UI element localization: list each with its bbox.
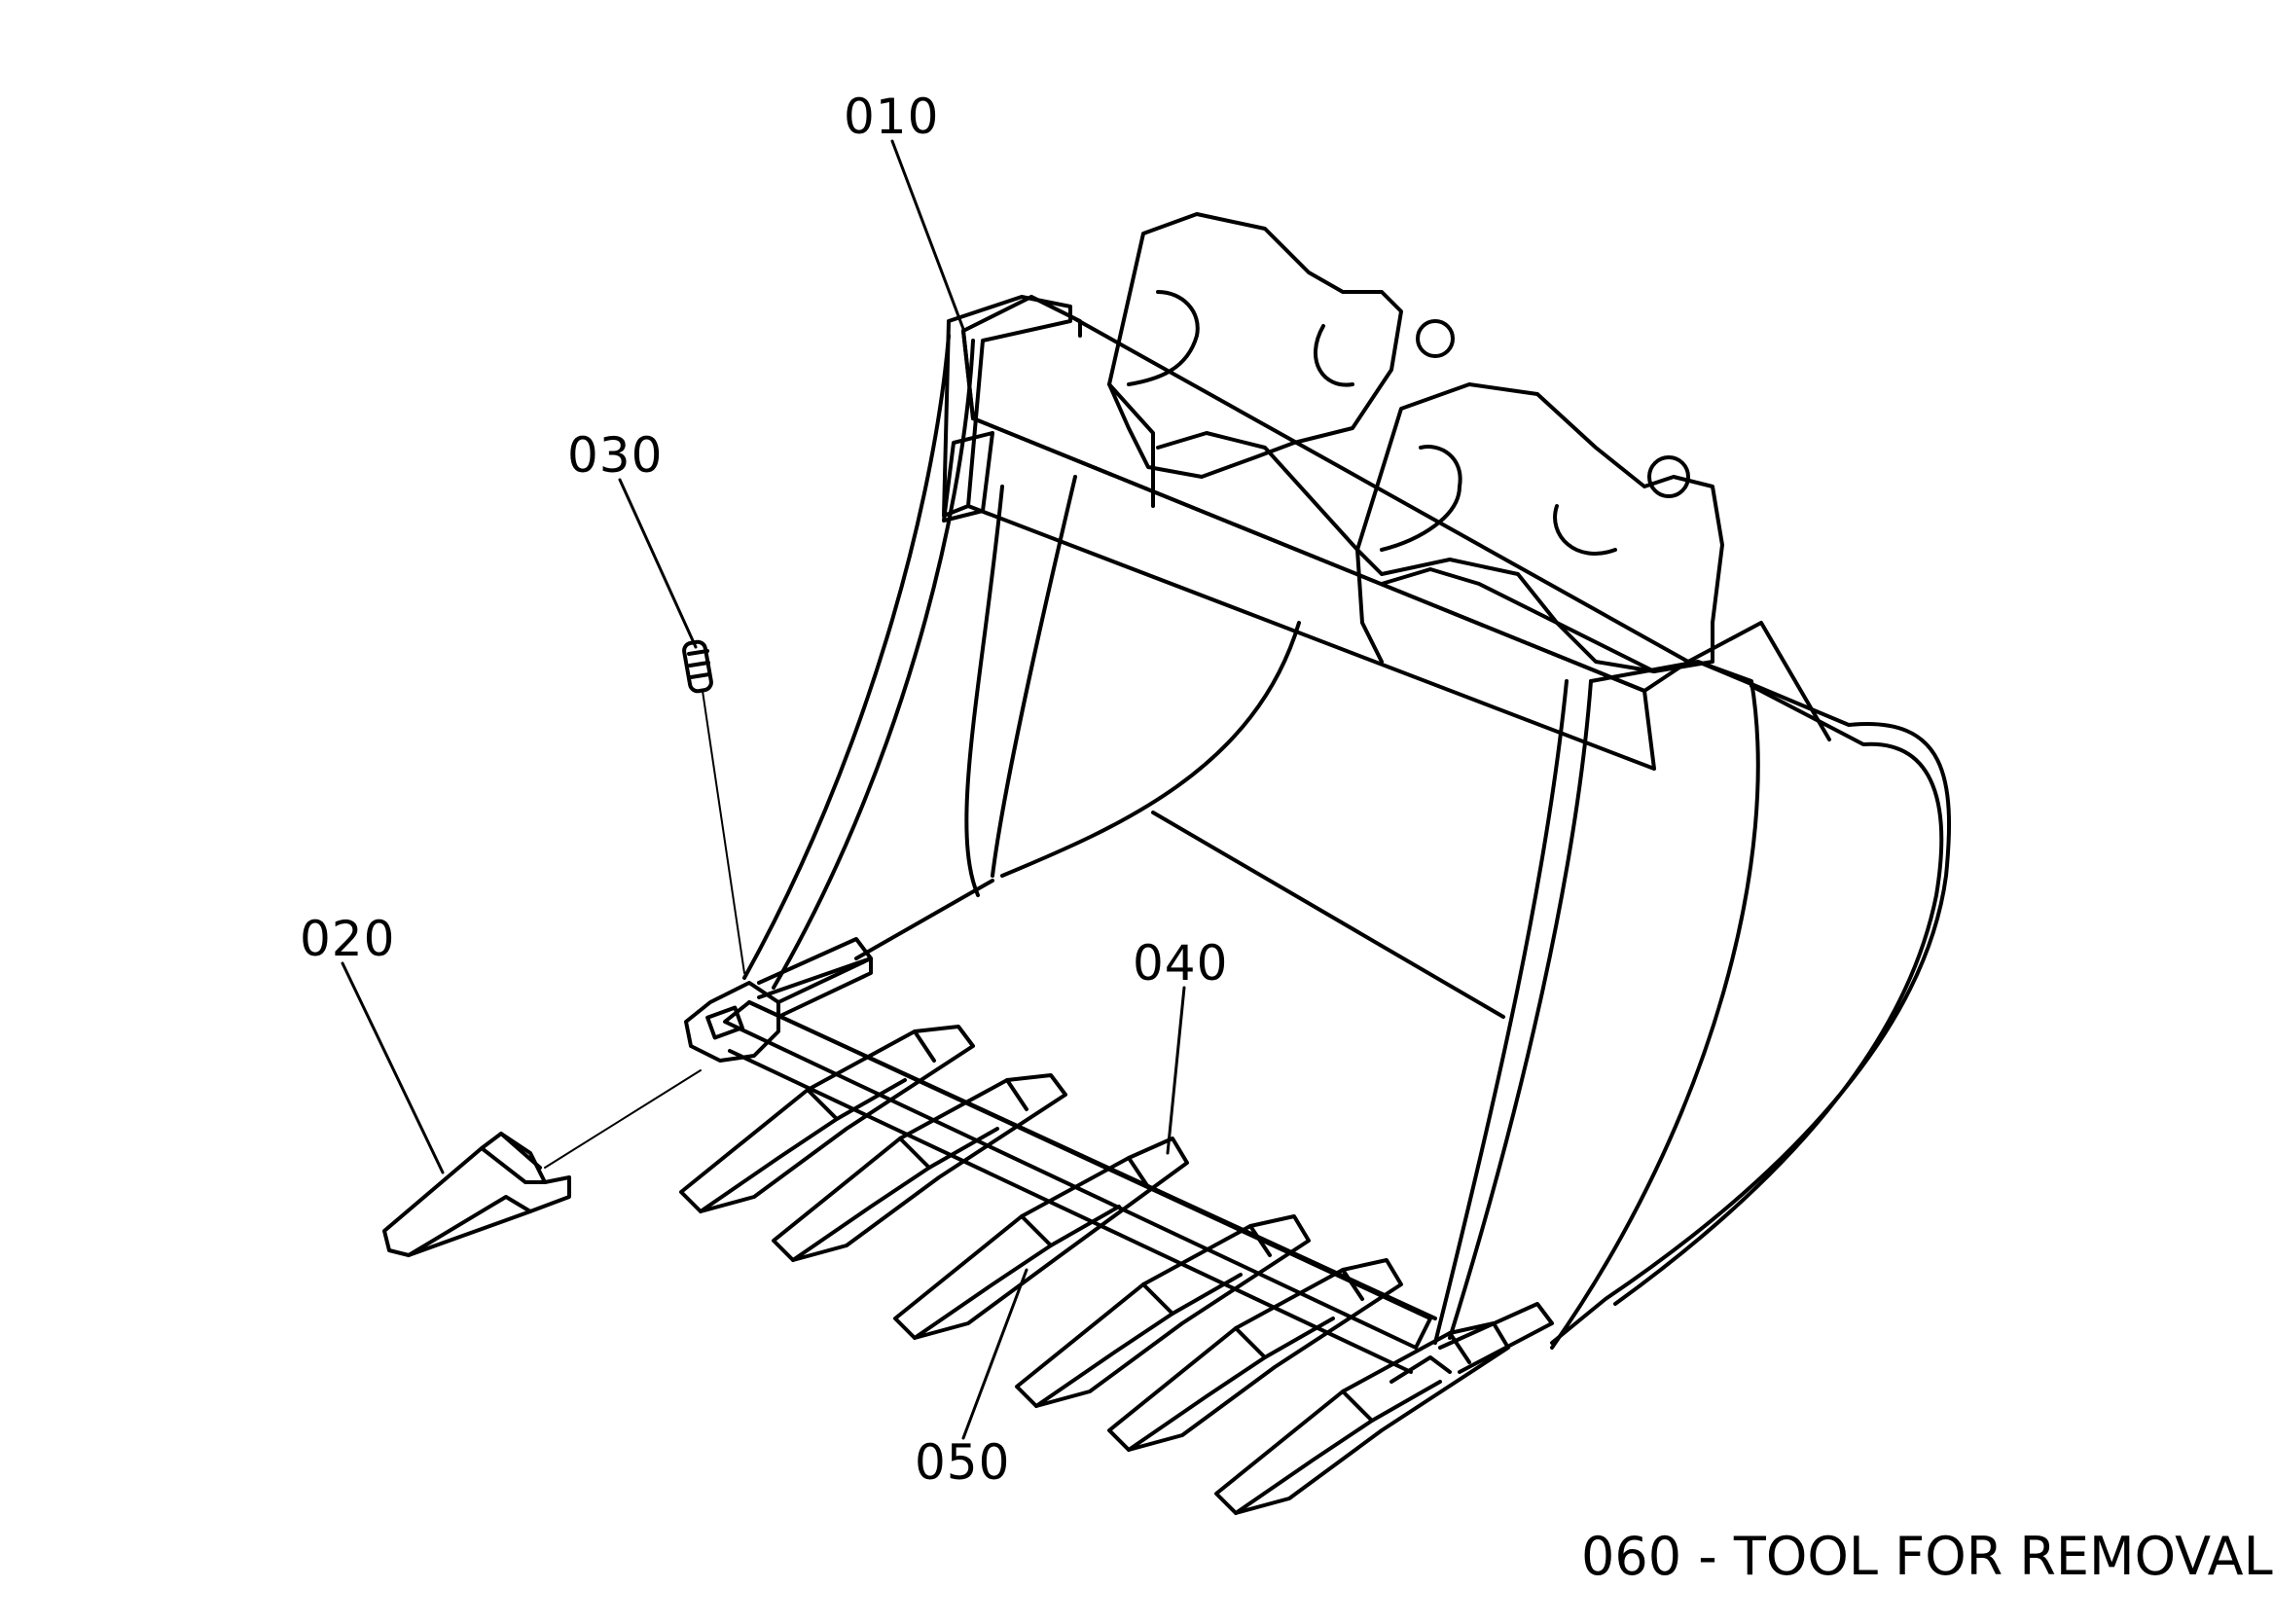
leader-050 — [961, 1268, 1028, 1440]
pin-030 — [682, 639, 713, 694]
leader-040 — [1166, 986, 1186, 1155]
ear-left — [1107, 212, 1403, 479]
callout-030: 030 — [567, 427, 664, 484]
loose-tooth-020 — [382, 1132, 571, 1257]
ear-right — [1355, 382, 1724, 673]
callout-040: 040 — [1133, 935, 1229, 992]
tool-note: 060 - TOOL FOR REMOVAL — [1581, 1526, 2273, 1587]
leader-lines — [341, 139, 1186, 1440]
leader-010 — [890, 139, 965, 331]
bucket-body — [723, 212, 1952, 1374]
teeth-row — [679, 937, 1554, 1515]
leader-030 — [618, 478, 698, 649]
callout-020: 020 — [300, 911, 396, 967]
callout-010: 010 — [844, 89, 940, 145]
callout-050: 050 — [915, 1434, 1011, 1491]
leader-020 — [341, 961, 445, 1174]
